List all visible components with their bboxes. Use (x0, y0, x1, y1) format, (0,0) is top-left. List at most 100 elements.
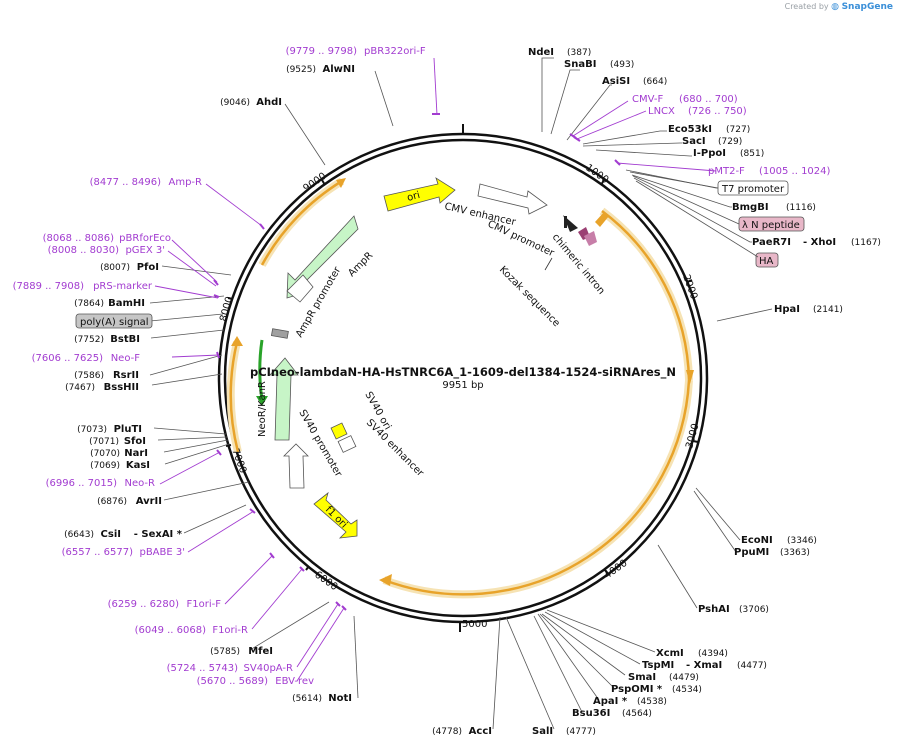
primer-f1ori-r-range: (6049 .. 6068) (135, 625, 207, 636)
primer-neo-f-range: (7606 .. 7625) (32, 353, 104, 364)
primer-cmv-f-range: (680 .. 700) (679, 94, 738, 105)
ha-tag-label: HA (759, 256, 774, 267)
site-sali-pos: (4777) (566, 727, 596, 737)
site-csii-pos: (6643) (64, 530, 94, 540)
site-i-ppoi: I-PpoI (693, 148, 726, 159)
site-alwni: AlwNI (323, 64, 356, 75)
site-sali: SalI (532, 726, 553, 737)
primer-neo-r: Neo-R (125, 478, 156, 489)
ha-tag-mark (595, 212, 609, 227)
site-snabi-pos: (493) (610, 60, 634, 70)
feature-label-neor-kanr: NeoR/KanR (257, 381, 268, 437)
plasmid-name: pCIneo-lambdaN-HA-HsTNRC6A_1-1609-del138… (250, 365, 676, 380)
site-xhoi-pos: (1167) (851, 238, 881, 248)
ampr-orf-arrowhead (336, 178, 346, 188)
site-ppumi-pos: (3363) (780, 548, 810, 558)
lambda-leader-line (632, 175, 740, 225)
primer-pmt2-f: pMT2-F (708, 166, 745, 177)
site-paer7i: PaeR7I (752, 237, 791, 248)
snapgene-watermark: Created by ◍ SnapGene (785, 2, 893, 12)
feature-label-ori: ori (406, 190, 421, 204)
primer-marks (213, 113, 621, 611)
primer-neo-r-range: (6996 .. 7015) (46, 478, 118, 489)
site-apai-pos: (4538) (637, 697, 667, 707)
feature-label-cmv-enhancer: CMV enhancer (443, 201, 517, 228)
orf-arrowhead (686, 370, 694, 384)
site-econi: EcoNI (741, 535, 773, 546)
t7-leader-line (629, 171, 719, 189)
neor-kanr-arrow (269, 357, 299, 441)
site-pfoi: PfoI (137, 262, 159, 273)
site-pfoi-pos: (8007) (100, 263, 130, 273)
ha-leader-line (635, 180, 759, 258)
primer-pbabe-3: pBABE 3' (139, 547, 185, 558)
site-kasi-pos: (7069) (90, 461, 120, 471)
primer-prs-marker-range: (7889 .. 7908) (13, 281, 85, 292)
site-rsrii-pos: (7586) (74, 371, 104, 381)
orf-arc (601, 209, 691, 381)
primer-pbr322ori-f-range: (9779 .. 9798) (286, 46, 358, 57)
site-xcmi: XcmI (656, 648, 684, 659)
watermark-prefix: Created by (784, 2, 829, 11)
site-pluti: PluTI (114, 424, 142, 435)
site-nari-pos: (7070) (90, 449, 120, 459)
site-acci: AccI (469, 726, 492, 737)
primer-lncx-range: (726 .. 750) (688, 106, 747, 117)
ha-tag-box: HA (755, 252, 779, 268)
site-smai: SmaI (628, 672, 656, 683)
site-tspmi: TspMI (642, 660, 674, 671)
primer-cmv-f: CMV-F (632, 94, 663, 105)
site-mfei-pos: (5785) (210, 647, 240, 657)
site-pluti-pos: (7073) (77, 425, 107, 435)
primer-amp-r-range: (8477 .. 8496) (90, 177, 162, 188)
site-nari: NarI (124, 448, 148, 459)
site-pspomi: PspOMI * (611, 684, 663, 695)
feature-label-ampr: AmpR (346, 250, 375, 279)
site-bstbi-pos: (7752) (74, 335, 104, 345)
scale-tick-7000: 7000 (229, 447, 248, 475)
polya-signal-box: poly(A) signal (75, 313, 153, 329)
primer-pbr322ori-f: pBR322ori-F (364, 46, 426, 57)
site-bamhi-pos: (7864) (74, 299, 104, 309)
primer-f1ori-r: F1ori-R (212, 625, 248, 636)
primer-sv40pa-r: SV40pA-R (244, 663, 293, 674)
site-leader-lines (149, 57, 773, 730)
orf-arrowhead-2 (379, 574, 392, 586)
feature-label-kozak-sequence: Kozak sequence (497, 264, 562, 329)
site-rsrii: RsrII (113, 370, 139, 381)
feature-label-f1-ori: f1 ori (323, 504, 349, 530)
site-sexai: - SexAI * (134, 529, 183, 540)
site-econi-pos: (3346) (787, 536, 817, 546)
lambda-n-peptide-box: λ N peptide (738, 216, 805, 232)
primer-pbrforeco: pBRforEco (119, 233, 171, 244)
f1-ori-arrow (313, 491, 358, 539)
ampr-promoter-arrow (286, 274, 314, 303)
primer-pgex-3-range: (8008 .. 8030) (48, 245, 120, 256)
lambda-n-peptide-label: λ N peptide (742, 220, 800, 231)
site-bsshii-pos: (7467) (65, 383, 95, 393)
site-mfei: MfeI (248, 646, 273, 657)
neo-orf-arc (229, 341, 240, 453)
site-ahdi: AhdI (256, 97, 282, 108)
site-asisi: AsiSI (602, 76, 630, 87)
sv40-ori-mark (330, 422, 348, 440)
snapgene-logo-icon: ◍ (831, 2, 840, 12)
site-pspomi-pos: (4534) (672, 685, 702, 695)
site-pshai: PshAI (698, 604, 730, 615)
feature-label-cmv-promoter: CMV promoter (486, 219, 557, 260)
plasmid-length: 9951 bp (442, 380, 483, 391)
site-sfoi-pos: (7071) (89, 437, 119, 447)
site-i-ppoi-pos: (851) (740, 149, 764, 159)
site-sfoi: SfoI (124, 436, 146, 447)
site-xmai: - XmaI (686, 660, 722, 671)
sv40-enhancer-mark (337, 435, 357, 453)
site-hpai-pos: (2141) (813, 305, 843, 315)
site-bsshii: BssHII (104, 382, 139, 393)
site-xmai-pos: (4477) (737, 661, 767, 671)
ori-arrow (383, 177, 456, 212)
site-acci-pos: (4778) (432, 727, 462, 737)
primer-pbabe-3-range: (6557 .. 6577) (62, 547, 134, 558)
orf-arc-halo (599, 207, 693, 381)
site-ppumi: PpuMI (734, 547, 769, 558)
t7-promoter-box: T7 promoter (717, 180, 789, 196)
